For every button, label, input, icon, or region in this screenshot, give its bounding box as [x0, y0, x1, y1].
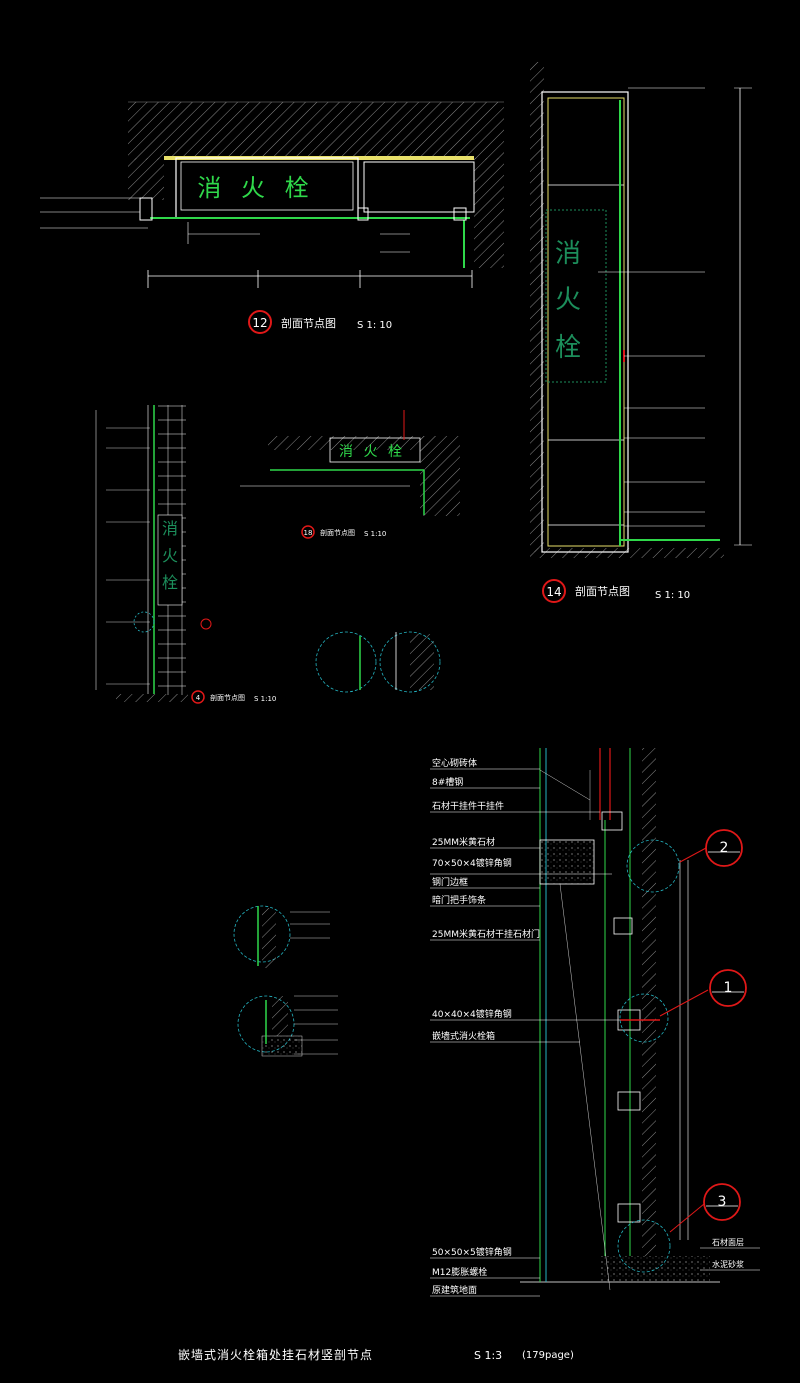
detail-18-number: 18: [304, 529, 313, 537]
footer-page: (179page): [522, 1350, 574, 1361]
detail-12-number: 12: [252, 316, 267, 330]
label-angle-50: 50×50×5镀锌角钢: [432, 1246, 512, 1258]
label-angle-70: 70×50×4镀锌角钢: [432, 857, 512, 869]
big-section-labels: 空心砌砖体 8#槽钢 石材干挂件干挂件 25MM米黄石材 70×50×4镀锌角钢…: [432, 757, 744, 1296]
label-stone-25mm: 25MM米黄石材: [432, 836, 495, 848]
detail-14-scale: S 1: 10: [655, 590, 690, 601]
big-section-drawing: [430, 748, 760, 1297]
label-hydrant-box: 嵌墙式消火栓箱: [432, 1030, 495, 1042]
detail-4-number: 4: [196, 694, 201, 702]
detail-4-scale: S 1:10: [254, 695, 276, 703]
label-hollow-brick: 空心砌砖体: [432, 757, 477, 769]
label-angle-40: 40×40×4镀锌角钢: [432, 1008, 512, 1020]
detail-14-title: 剖面节点图: [575, 584, 630, 598]
detail-4-title: 剖面节点图: [210, 693, 245, 702]
label-stone-door: 25MM米黄石材干挂石材门: [432, 928, 540, 940]
label-door-frame: 钢门边框: [432, 876, 468, 888]
detail-14-number: 14: [546, 585, 561, 599]
detail-14-char-1: 消: [555, 239, 581, 269]
detail-18-scale: S 1:10: [364, 530, 386, 538]
label-channel-steel: 8#槽钢: [432, 776, 463, 788]
label-original-floor: 原建筑地面: [432, 1284, 477, 1296]
detail-14-char-2: 火: [555, 285, 581, 315]
detail-14-drawing: [530, 62, 752, 603]
label-bolt-m12: M12膨胀螺栓: [432, 1266, 487, 1278]
detail-4-char-2: 火: [162, 546, 178, 565]
detail-12-title: 剖面节点图: [281, 316, 336, 330]
detail-18-box-label: 消 火 栓: [339, 444, 405, 460]
callout-3: 3: [718, 1194, 727, 1210]
label-stone-finish: 石材面层: [712, 1237, 744, 1247]
footer-scale: S 1:3: [474, 1349, 502, 1362]
detail-14-char-3: 栓: [555, 333, 581, 363]
detail-18-title: 剖面节点图: [320, 528, 355, 537]
callout-1: 1: [724, 980, 733, 996]
label-dry-hang-fitting: 石材干挂件干挂件: [432, 800, 504, 812]
callout-2: 2: [720, 840, 729, 856]
detail-4-char-3: 栓: [162, 573, 178, 592]
label-cement-mortar: 水泥砂浆: [712, 1259, 744, 1269]
detail-4-char-1: 消: [162, 519, 178, 538]
enlarged-circle-details: [233, 631, 441, 1057]
detail-12-scale: S 1: 10: [357, 320, 392, 331]
detail-4-drawing: [95, 405, 212, 704]
label-hidden-handle: 暗门把手饰条: [432, 894, 486, 906]
detail-18-drawing: [240, 410, 460, 539]
footer-title: 嵌墙式消火栓箱处挂石材竖剖节点: [178, 1347, 373, 1362]
detail-12-box-label: 消 火 栓: [197, 174, 314, 202]
detail-12-drawing: [40, 101, 504, 334]
